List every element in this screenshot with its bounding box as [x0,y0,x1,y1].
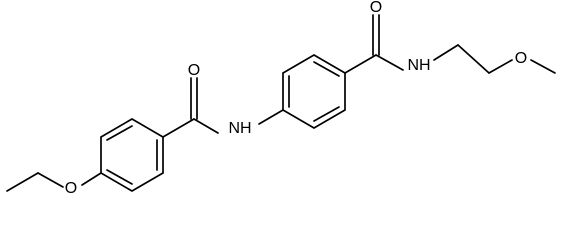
methoxyethyl-chain [433,44,556,74]
bond-ethyl-ch2-o [37,172,64,188]
bond-ethyl-ch3-ch2 [6,172,39,192]
ethoxy-group [6,172,102,192]
atom-label-carbonyl-o-left: O [188,62,200,79]
ring-mid-double-2 [313,61,340,77]
amide-right [344,14,404,74]
ring-left-double-1 [106,125,133,141]
bond-o-ring [81,172,102,186]
bond-ring-carbonyl-right [344,54,377,74]
bond-carbonyl-n-right [375,54,404,71]
atom-label-amide-nh-right: NH [407,57,430,74]
benzene-ring-middle [282,54,346,129]
ring-left-double-3 [106,169,133,185]
bond-o-ch3 [530,59,556,74]
bond-carbonyl-n-left [193,118,219,134]
bond-n-ring-mid [258,109,284,125]
bond-ch2-o [488,59,513,74]
ring-left-outline [100,118,164,192]
ring-mid-double-3 [313,106,340,122]
atom-label-ether-o-methoxy: O [515,50,527,67]
bond-ring-carbonyl-left [162,118,195,138]
ring-mid-outline [282,54,346,129]
benzene-ring-left [100,118,164,192]
structural-formula: O NH O NH O O [6,0,556,197]
atom-label-ether-o-ethoxy: O [65,180,77,197]
atom-label-amide-nh-left: NH [228,120,251,137]
atom-label-carbonyl-o-right: O [370,0,382,16]
amide-left [162,77,284,138]
bond-n-ch2 [433,44,459,61]
bond-ch2-ch2 [457,44,490,74]
